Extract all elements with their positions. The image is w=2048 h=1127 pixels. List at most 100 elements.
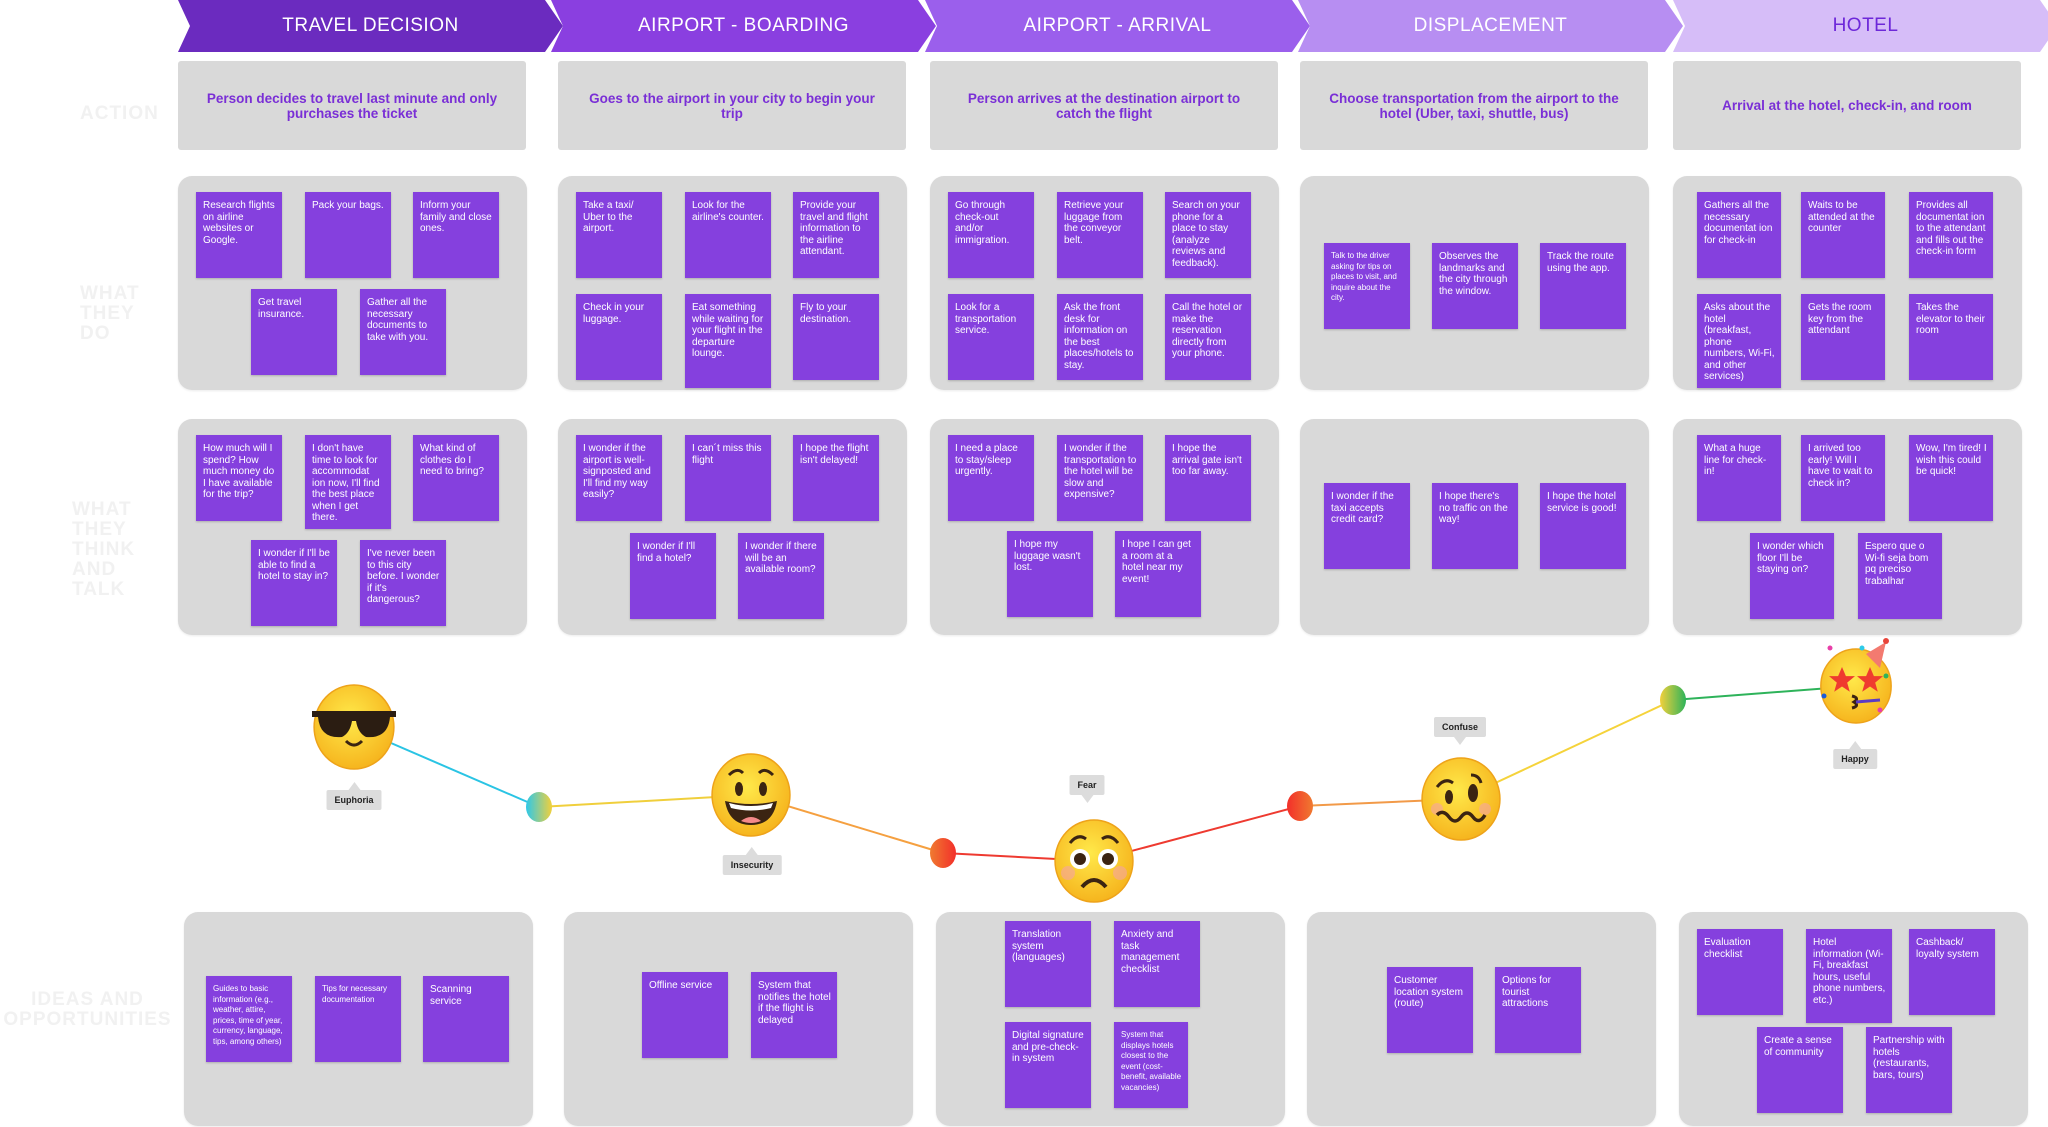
woozy-face-icon — [1421, 757, 1501, 841]
sticky-note[interactable]: I hope the flight isn't delayed! — [793, 435, 879, 521]
sticky-note[interactable]: Track the route using the app. — [1540, 243, 1626, 329]
sticky-note[interactable]: Look for a transportation service. — [948, 294, 1034, 380]
stage-header-airport-boarding: AIRPORT - BOARDING — [551, 0, 936, 52]
thoughts-panel-displacement: I wonder if the taxi accepts credit card… — [1300, 419, 1649, 635]
sticky-note[interactable]: I wonder which floor I'll be staying on? — [1750, 533, 1834, 619]
sticky-note[interactable]: Check in your luggage. — [576, 294, 662, 380]
sticky-note[interactable]: I wonder if the transportation to the ho… — [1057, 435, 1143, 521]
sticky-note[interactable]: Translation system (languages) — [1005, 921, 1091, 1007]
sticky-note[interactable]: I hope the arrival gate isn't too far aw… — [1165, 435, 1251, 521]
ideas-panel-airport-boarding: Offline service System that notifies the … — [564, 912, 913, 1126]
sticky-note[interactable]: I wonder if I'll find a hotel? — [630, 533, 716, 619]
emotion-label-confuse: Confuse — [1434, 717, 1486, 745]
sticky-note[interactable]: I hope there's no traffic on the way! — [1432, 483, 1518, 569]
sticky-note[interactable]: Search on your phone for a place to stay… — [1165, 192, 1251, 278]
thoughts-panel-hotel: What a huge line for check-in!I arrived … — [1673, 419, 2022, 635]
sticky-note[interactable]: Research flights on airline websites or … — [196, 192, 282, 278]
sticky-note[interactable]: I don't have time to look for accommodat… — [305, 435, 391, 529]
stage-description-travel-decision: Person decides to travel last minute and… — [178, 61, 526, 150]
sticky-note[interactable]: I hope my luggage wasn't lost. — [1007, 531, 1093, 617]
sticky-note[interactable]: I've never been to this city before. I w… — [360, 540, 446, 626]
sticky-note[interactable]: Provide your travel and flight informati… — [793, 192, 879, 278]
emotion-label-happy: Happy — [1833, 741, 1877, 769]
sticky-note[interactable]: Options for tourist attractions — [1495, 967, 1581, 1053]
sticky-note[interactable]: Talk to the driver asking for tips on pl… — [1324, 243, 1410, 329]
sticky-note[interactable]: Pack your bags. — [305, 192, 391, 278]
emotion-label-euphoria: Euphoria — [326, 782, 382, 810]
sticky-note[interactable]: Observes the landmarks and the city thro… — [1432, 243, 1518, 329]
ideas-panel-travel-decision: Guides to basic information (e.g., weath… — [184, 912, 533, 1126]
actions-panel-travel-decision: Research flights on airline websites or … — [178, 176, 527, 390]
ideas-panel-displacement: Customer location system (route) Options … — [1307, 912, 1656, 1126]
sticky-note[interactable]: Look for the airline's counter. — [685, 192, 771, 278]
sticky-note[interactable]: How much will I spend? How much money do… — [196, 435, 282, 521]
sticky-note[interactable]: Gather all the necessary documents to ta… — [360, 289, 446, 375]
sticky-note[interactable]: Retrieve your luggage from the conveyor … — [1057, 192, 1143, 278]
sticky-note[interactable]: Go through check-out and/or immigration. — [948, 192, 1034, 278]
sticky-note[interactable]: I wonder if there will be an available r… — [738, 533, 824, 619]
sticky-note[interactable]: I hope the hotel service is good! — [1540, 483, 1626, 569]
sticky-note[interactable]: Takes the elevator to their room — [1909, 294, 1993, 380]
sticky-note[interactable]: Waits to be attended at the counter — [1801, 192, 1885, 278]
sticky-note[interactable]: Ask the front desk for information on th… — [1057, 294, 1143, 380]
sticky-note[interactable]: Offline service — [642, 972, 728, 1058]
sticky-note[interactable]: Guides to basic information (e.g., weath… — [206, 976, 292, 1062]
sticky-note[interactable]: System that displays hotels closest to t… — [1114, 1022, 1188, 1108]
row-label-ideas: IDEAS AND OPPORTUNITIES — [3, 989, 172, 1030]
stage-header-hotel: HOTEL — [1673, 0, 2048, 52]
sticky-note[interactable]: Hotel information (Wi-Fi, breakfast hour… — [1806, 929, 1892, 1023]
transition-dot — [1660, 685, 1686, 715]
sticky-note[interactable]: Espero que o Wi-fi seja bom pq preciso t… — [1858, 533, 1942, 619]
stage-description-airport-arrival: Person arrives at the destination airpor… — [930, 61, 1278, 150]
actions-panel-airport-boarding: Take a taxi/ Uber to the airport. Look fo… — [558, 176, 907, 390]
sticky-note[interactable]: Wow, I'm tired! I wish this could be qui… — [1909, 435, 1993, 521]
sticky-note[interactable]: Create a sense of community — [1757, 1027, 1843, 1113]
sticky-note[interactable]: What kind of clothes do I need to bring? — [413, 435, 499, 521]
sticky-note[interactable]: Fly to your destination. — [793, 294, 879, 380]
sticky-note[interactable]: Asks about the hotel (breakfast, phone n… — [1697, 294, 1781, 388]
emotion-label-fear: Fear — [1069, 775, 1105, 803]
fearful-face-icon — [1054, 819, 1134, 903]
stage-description-displacement: Choose transportation from the airport t… — [1300, 61, 1648, 150]
sticky-note[interactable]: Provides all documentat ion to the atten… — [1909, 192, 1993, 278]
sticky-note[interactable]: Cashback/ loyalty system — [1909, 929, 1995, 1015]
sticky-note[interactable]: Partnership with hotels (restaurants, ba… — [1866, 1027, 1952, 1113]
sticky-note[interactable]: I wonder if the taxi accepts credit card… — [1324, 483, 1410, 569]
transition-dot — [526, 792, 552, 822]
sticky-note[interactable]: Gathers all the necessary documentat ion… — [1697, 192, 1781, 278]
sticky-note[interactable]: Get travel insurance. — [251, 289, 337, 375]
sticky-note[interactable]: Evaluation checklist — [1697, 929, 1783, 1015]
sticky-note[interactable]: Digital signature and pre-check-in syste… — [1005, 1022, 1091, 1108]
sticky-note[interactable]: Tips for necessary documentation — [315, 976, 401, 1062]
sticky-note[interactable]: Take a taxi/ Uber to the airport. — [576, 192, 662, 278]
sticky-note[interactable]: Scanning service — [423, 976, 509, 1062]
sticky-note[interactable]: Gets the room key from the attendant — [1801, 294, 1885, 380]
sticky-note[interactable]: I need a place to stay/sleep urgently. — [948, 435, 1034, 521]
sticky-note[interactable]: Inform your family and close ones. — [413, 192, 499, 278]
transition-dot — [930, 838, 956, 868]
row-label-action: ACTION — [80, 103, 159, 124]
sticky-note[interactable]: Call the hotel or make the reservation d… — [1165, 294, 1251, 380]
sticky-note[interactable]: I hope I can get a room at a hotel near … — [1115, 531, 1201, 617]
transition-dot — [1287, 791, 1313, 821]
sticky-note[interactable]: Eat something while waiting for your fli… — [685, 294, 771, 388]
ideas-panel-airport-arrival: Translation system (languages) Anxiety an… — [936, 912, 1285, 1126]
sticky-note[interactable]: I wonder if the airport is well-signpost… — [576, 435, 662, 521]
stage-header-travel-decision: TRAVEL DECISION — [178, 0, 563, 52]
sunglasses-face-icon — [312, 684, 396, 770]
sticky-note[interactable]: System that notifies the hotel if the fl… — [751, 972, 837, 1058]
row-label-what-they-think: WHAT THEY THINK AND TALK — [72, 499, 136, 600]
sticky-note[interactable]: I can´t miss this flight — [685, 435, 771, 521]
thoughts-panel-airport-arrival: I need a place to stay/sleep urgently. I … — [930, 419, 1279, 635]
ideas-panel-hotel: Evaluation checklist Hotel information (W… — [1679, 912, 2028, 1126]
sticky-note[interactable]: Anxiety and task management checklist — [1114, 921, 1200, 1007]
sticky-note[interactable]: I arrived too early! Will I have to wait… — [1801, 435, 1885, 521]
stage-description-hotel: Arrival at the hotel, check-in, and room — [1673, 61, 2021, 150]
actions-panel-airport-arrival: Go through check-out and/or immigration.… — [930, 176, 1279, 390]
stage-header-airport-arrival: AIRPORT - ARRIVAL — [925, 0, 1310, 52]
sticky-note[interactable]: What a huge line for check-in! — [1697, 435, 1781, 521]
sticky-note[interactable]: Customer location system (route) — [1387, 967, 1473, 1053]
sticky-note[interactable]: I wonder if I'll be able to find a hotel… — [251, 540, 337, 626]
relieved-grin-face-icon — [711, 753, 791, 837]
thoughts-panel-travel-decision: How much will I spend? How much money do… — [178, 419, 527, 635]
